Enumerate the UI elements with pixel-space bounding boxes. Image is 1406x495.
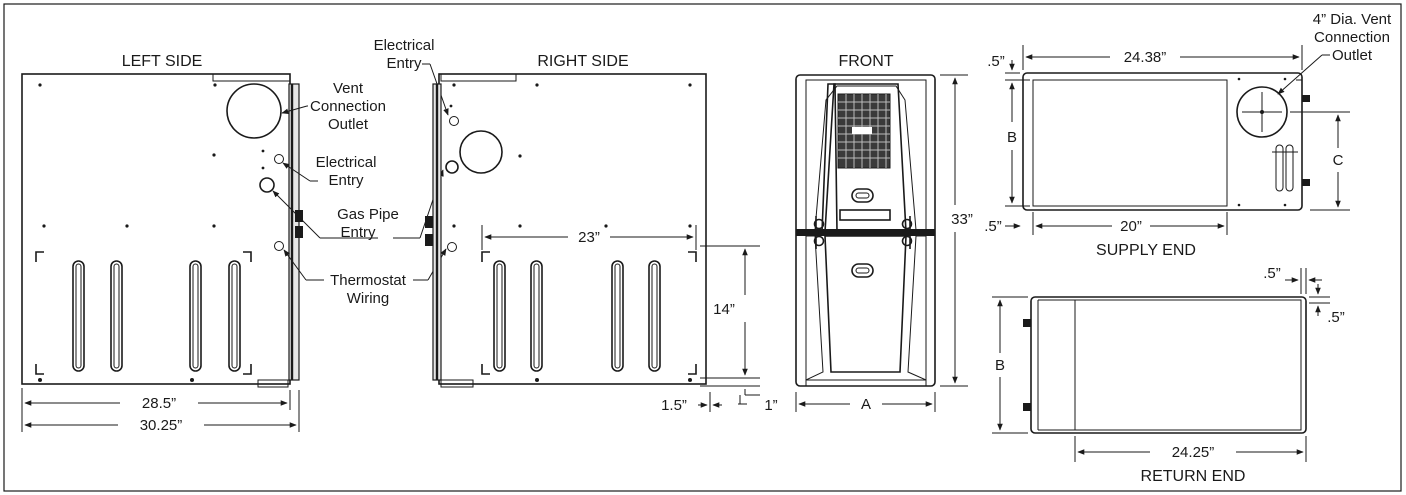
front-dimensions: 33” A — [795, 74, 973, 413]
right-side-dimensions: 23” 14” 1.5” 1” — [481, 225, 778, 414]
dim-33: 33” — [951, 211, 973, 228]
dim-24-25: 24.25” — [1172, 444, 1215, 461]
return-end-cabinet — [1030, 296, 1307, 434]
return-end-title: RETURN END — [1141, 468, 1246, 485]
left-side-view: LEFT SIDE — [21, 53, 303, 388]
return-end-dimensions: B 24.25” .5” .5” — [992, 265, 1345, 462]
dim-23: 23” — [578, 229, 600, 246]
dim-return-right-05: .5” — [1327, 309, 1345, 326]
right-side-title: RIGHT SIDE — [537, 53, 628, 70]
dim-20: 20” — [1120, 218, 1142, 235]
return-end-view: RETURN END — [1023, 296, 1307, 485]
dim-return-b: B — [995, 357, 1005, 374]
supply-vent-outlet — [1236, 86, 1288, 138]
front-view: FRONT — [795, 53, 936, 387]
dim-30-25: 30.25” — [140, 417, 183, 434]
dim-1: 1” — [764, 397, 777, 414]
left-side-title: LEFT SIDE — [122, 53, 203, 70]
left-side-dimensions: 28.5” 30.25” — [21, 388, 300, 434]
left-side-panel — [21, 73, 291, 385]
dim-return-top-05: .5” — [1263, 265, 1281, 282]
dim-supply-left-05: .5” — [984, 218, 1002, 235]
front-title: FRONT — [838, 53, 893, 70]
supply-end-cabinet — [1022, 72, 1303, 211]
supply-end-title: SUPPLY END — [1096, 242, 1196, 259]
dim-14: 14” — [713, 301, 735, 318]
vent-outlet-hole — [226, 83, 282, 139]
dim-supply-top-05: .5” — [987, 53, 1005, 70]
dim-supply-b: B — [1007, 129, 1017, 146]
dim-28-5: 28.5” — [142, 395, 176, 412]
right-side-view: RIGHT SIDE — [425, 53, 707, 388]
dim-1-5: 1.5” — [661, 397, 687, 414]
supply-end-view: SUPPLY END — [1022, 72, 1310, 259]
dim-supply-c: C — [1333, 152, 1344, 169]
right-vent-hole — [459, 130, 503, 174]
front-divider-band — [796, 229, 935, 236]
dim-24-38: 24.38” — [1124, 49, 1167, 66]
right-side-panel — [438, 73, 707, 385]
drawing-frame — [3, 3, 1402, 492]
dim-a: A — [861, 396, 871, 413]
